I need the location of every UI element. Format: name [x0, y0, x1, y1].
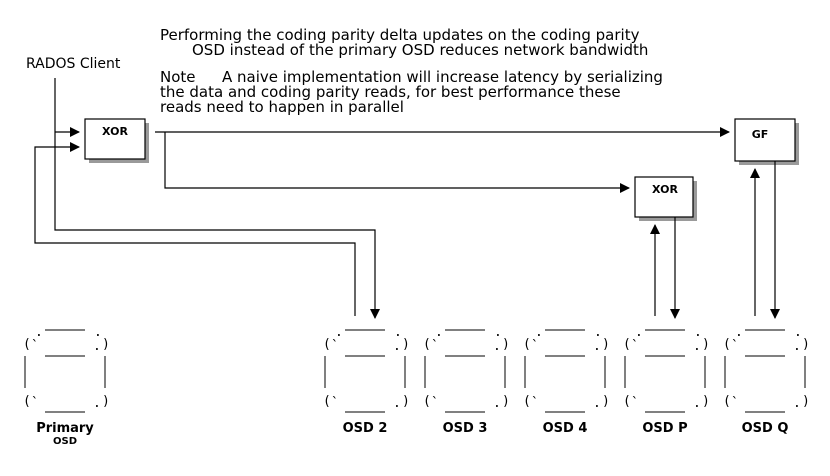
osd-disk-4: ..(`.)(`.): [523, 325, 610, 413]
disk-outline-glyph: ): [702, 394, 710, 409]
osd-label-q: OSD Q: [742, 421, 789, 436]
disk-outline-glyph: ): [102, 337, 110, 352]
disk-outline-glyph: ): [502, 394, 510, 409]
disk-outline-glyph: (: [23, 337, 31, 352]
disk-outline-glyph: `: [731, 396, 739, 411]
disk-outline-glyph: .: [93, 396, 101, 411]
disk-outline-glyph: .: [635, 325, 643, 340]
disk-outline-glyph: (: [323, 394, 331, 409]
disk-outline-glyph: .: [393, 396, 401, 411]
disk-outline-glyph: `: [331, 396, 339, 411]
disk-outline-glyph: `: [631, 396, 639, 411]
disk-outline-glyph: (: [523, 394, 531, 409]
osd-sublabel-primary: OSD: [53, 436, 77, 447]
disk-outline-glyph: .: [593, 339, 601, 354]
disk-outline-glyph: (: [723, 394, 731, 409]
osd-label-2: OSD 2: [343, 421, 388, 436]
note-line-3: reads need to happen in parallel: [160, 98, 404, 116]
disk-outline-glyph: ): [602, 394, 610, 409]
rados-client-label: RADOS Client: [26, 56, 121, 72]
description-line-1: Performing the coding parity delta updat…: [160, 26, 640, 44]
disk-outline-glyph: .: [594, 325, 602, 340]
osd-label-3: OSD 3: [443, 421, 488, 436]
disk-outline-glyph: ): [402, 394, 410, 409]
xor-to-parity-xor-arrow: [164, 132, 630, 193]
xor-parity-label: XOR: [652, 183, 678, 196]
osd-disk-q: ..(`.)(`.): [723, 325, 810, 413]
disk-outline-glyph: `: [431, 339, 439, 354]
osd-disk-2: ..(`.)(`.): [323, 325, 410, 413]
disk-outline-glyph: (: [623, 337, 631, 352]
disk-outline-glyph: (: [423, 337, 431, 352]
disk-outline-glyph: `: [531, 339, 539, 354]
disk-outline-glyph: .: [394, 325, 402, 340]
disk-outline-glyph: ): [602, 337, 610, 352]
osd-label-p: OSD P: [642, 421, 687, 436]
disk-outline-glyph: (: [623, 394, 631, 409]
disk-outline-glyph: `: [731, 339, 739, 354]
disk-outline-glyph: .: [535, 325, 543, 340]
disk-outline-glyph: ): [802, 337, 810, 352]
disk-outline-glyph: ): [102, 394, 110, 409]
disk-outline-glyph: (: [523, 337, 531, 352]
disk-outline-glyph: .: [593, 396, 601, 411]
disk-outline-glyph: .: [735, 325, 743, 340]
disk-outline-glyph: .: [693, 396, 701, 411]
osd-disk-p: ..(`.)(`.): [623, 325, 710, 413]
disk-outline-glyph: (: [423, 394, 431, 409]
osd-disk-primary: ..(`.)(`.): [23, 325, 110, 413]
note-line-2: the data and coding parity reads, for be…: [160, 83, 621, 101]
disk-outline-glyph: ): [402, 337, 410, 352]
osd-label-primary: Primary: [36, 421, 94, 436]
description-line-2: OSD instead of the primary OSD reduces n…: [192, 41, 648, 59]
disk-outline-glyph: (: [723, 337, 731, 352]
osd2-to-xor-arrow: [34, 142, 356, 316]
disk-outline-glyph: .: [335, 325, 343, 340]
disk-outline-glyph: .: [693, 339, 701, 354]
disk-outline-glyph: `: [431, 396, 439, 411]
osd-label-4: OSD 4: [543, 421, 588, 436]
xor-primary-label: XOR: [102, 125, 128, 138]
disk-outline-glyph: .: [694, 325, 702, 340]
disk-outline-glyph: .: [93, 339, 101, 354]
note-line-1: A naive implementation will increase lat…: [222, 68, 663, 86]
disk-outline-glyph: ): [802, 394, 810, 409]
disk-outline-glyph: .: [794, 325, 802, 340]
disk-outline-glyph: .: [493, 339, 501, 354]
disk-outline-glyph: ): [502, 337, 510, 352]
client-to-osd2-arrow: [54, 78, 380, 319]
gf-label: GF: [752, 128, 769, 141]
disk-outline-glyph: `: [31, 396, 39, 411]
disk-outline-glyph: (: [23, 394, 31, 409]
disk-outline-glyph: .: [435, 325, 443, 340]
disk-outline-glyph: .: [94, 325, 102, 340]
disk-outline-glyph: .: [35, 325, 43, 340]
note-label: Note: [160, 68, 196, 86]
disk-outline-glyph: .: [493, 396, 501, 411]
disk-outline-glyph: `: [531, 396, 539, 411]
disk-outline-glyph: .: [793, 339, 801, 354]
xor-box-parity: XOR: [634, 176, 697, 221]
disk-outline-glyph: (: [323, 337, 331, 352]
osd-row: ..(`.)(`.)..(`.)(`.)..(`.)(`.)..(`.)(`.)…: [23, 325, 810, 413]
disk-outline-glyph: `: [331, 339, 339, 354]
disk-outline-glyph: `: [31, 339, 39, 354]
osd-disk-3: ..(`.)(`.): [423, 325, 510, 413]
disk-outline-glyph: .: [793, 396, 801, 411]
disk-outline-glyph: `: [631, 339, 639, 354]
disk-outline-glyph: ): [702, 337, 710, 352]
gf-box: GF: [734, 118, 799, 165]
disk-outline-glyph: .: [494, 325, 502, 340]
disk-outline-glyph: .: [393, 339, 401, 354]
xor-box-primary: XOR: [84, 118, 149, 163]
